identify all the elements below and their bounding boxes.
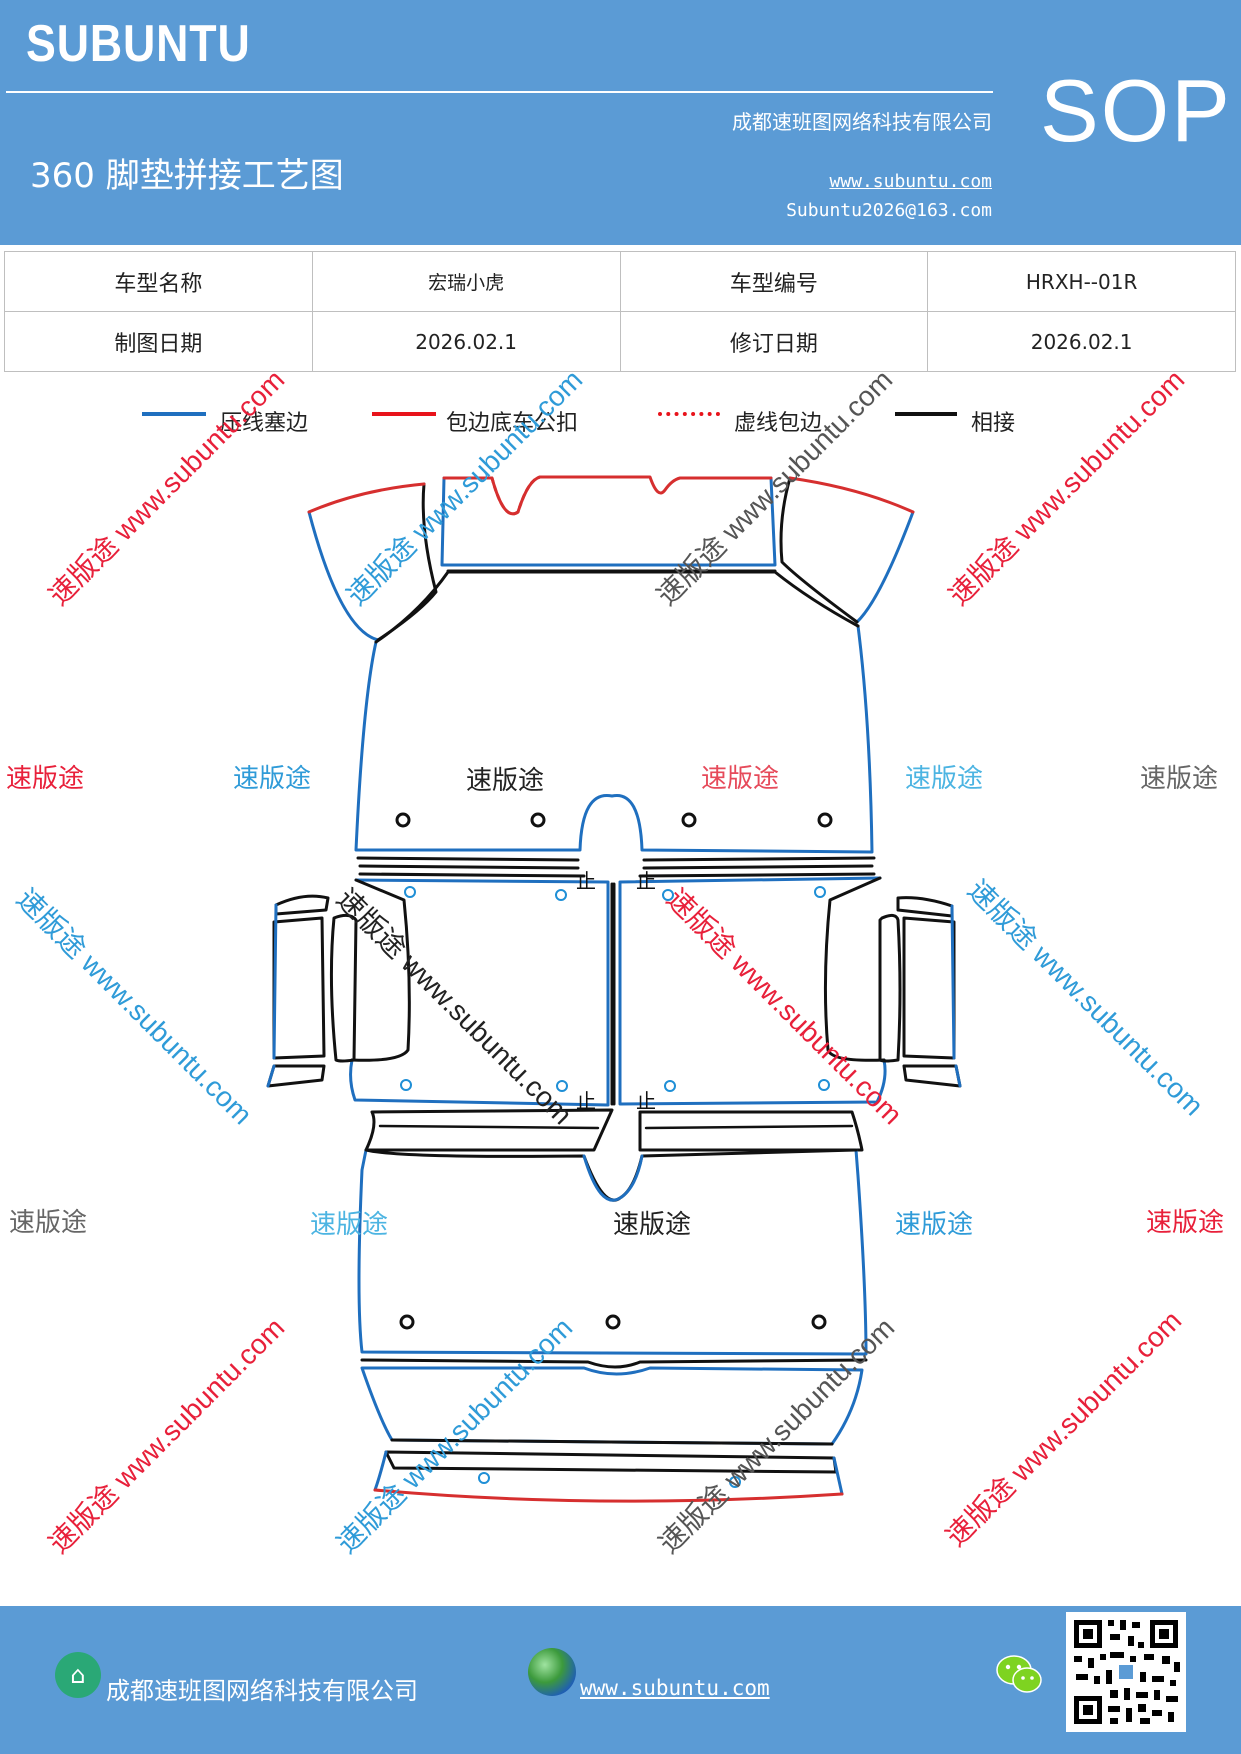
footer-company: 成都速班图网络科技有限公司 [106, 1677, 418, 1705]
watermark-brand: 速版途 [701, 763, 780, 793]
stop-marks: 止 止 止 止 [576, 869, 656, 1113]
mat-rear-main [357, 1148, 868, 1356]
mat-middle-right [612, 876, 887, 1106]
watermark-brand: 速版途 [1146, 1207, 1225, 1237]
revise-date-value: 2026.02.1 [927, 311, 1236, 372]
legend-swatch-red-dotted [658, 412, 720, 416]
watermark-brand: 速版途 [233, 763, 312, 793]
stop-mark: 止 [576, 869, 596, 893]
draw-date-value: 2026.02.1 [311, 311, 621, 372]
legend-label: 相接 [971, 411, 1016, 436]
watermark-brand: 速版途 [613, 1209, 692, 1239]
header-divider [6, 91, 993, 93]
mat-seams-lower [364, 1108, 864, 1152]
watermark-brand: 速版途 [6, 763, 85, 793]
watermark-brand: 速版途 [895, 1209, 974, 1239]
model-name-value: 宏瑞小虎 [311, 251, 621, 312]
wechat-icon[interactable] [994, 1652, 1044, 1696]
sop-label: SOP [1040, 61, 1232, 160]
mat-rear-trunk [373, 1450, 844, 1503]
mat-front-right-corner [779, 476, 915, 624]
table-row: 车型名称 宏瑞小虎 车型编号 HRXH--01R [4, 251, 1236, 312]
header-company: 成都速班图网络科技有限公司 [732, 110, 992, 134]
mat-front-main [354, 570, 874, 854]
header-banner [0, 0, 1241, 245]
mat-seams [356, 856, 876, 878]
brand-logo: SUBUNTU [26, 15, 251, 73]
model-code-value: HRXH--01R [927, 251, 1236, 312]
table-row: 制图日期 2026.02.1 修订日期 2026.02.1 [4, 311, 1236, 372]
legend-swatch-red [372, 412, 436, 416]
info-table: 车型名称 宏瑞小虎 车型编号 HRXH--01R 制图日期 2026.02.1 … [4, 251, 1236, 372]
mat-middle-left [349, 878, 614, 1107]
watermark-brand: 速版途 [310, 1209, 389, 1239]
page-title: 360 脚垫拼接工艺图 [30, 156, 344, 196]
legend-label: 包边底车公扣 [446, 411, 579, 436]
watermark-brand: 速版途 [1140, 763, 1219, 793]
globe-icon [528, 1648, 576, 1696]
mat-side-right [878, 896, 962, 1088]
model-name-label: 车型名称 [4, 251, 313, 312]
stop-mark: 止 [576, 1089, 596, 1113]
mat-rear-lower [360, 1358, 868, 1446]
watermark-brand: 速版途 [9, 1207, 88, 1237]
model-code-label: 车型编号 [619, 251, 929, 312]
header-email: Subuntu2026@163.com [786, 200, 992, 221]
legend-label: 压线塞边 [220, 411, 309, 436]
legend-swatch-black [895, 412, 957, 416]
stop-mark: 止 [636, 1089, 656, 1113]
footer-website-link[interactable]: www.subuntu.com [580, 1676, 770, 1700]
stop-mark: 止 [636, 869, 656, 893]
legend-label: 虚线包边 [734, 411, 823, 436]
watermark-brand: 速版途 [905, 763, 984, 793]
revise-date-label: 修订日期 [619, 311, 929, 372]
qr-code-icon [1066, 1612, 1186, 1732]
mat-side-left [266, 894, 358, 1088]
legend-swatch-blue [142, 412, 206, 416]
header-website-link[interactable]: www.subuntu.com [829, 171, 992, 192]
watermark-brand: 速版途 [466, 765, 545, 795]
draw-date-label: 制图日期 [4, 311, 313, 372]
home-icon: ⌂ [55, 1652, 101, 1698]
